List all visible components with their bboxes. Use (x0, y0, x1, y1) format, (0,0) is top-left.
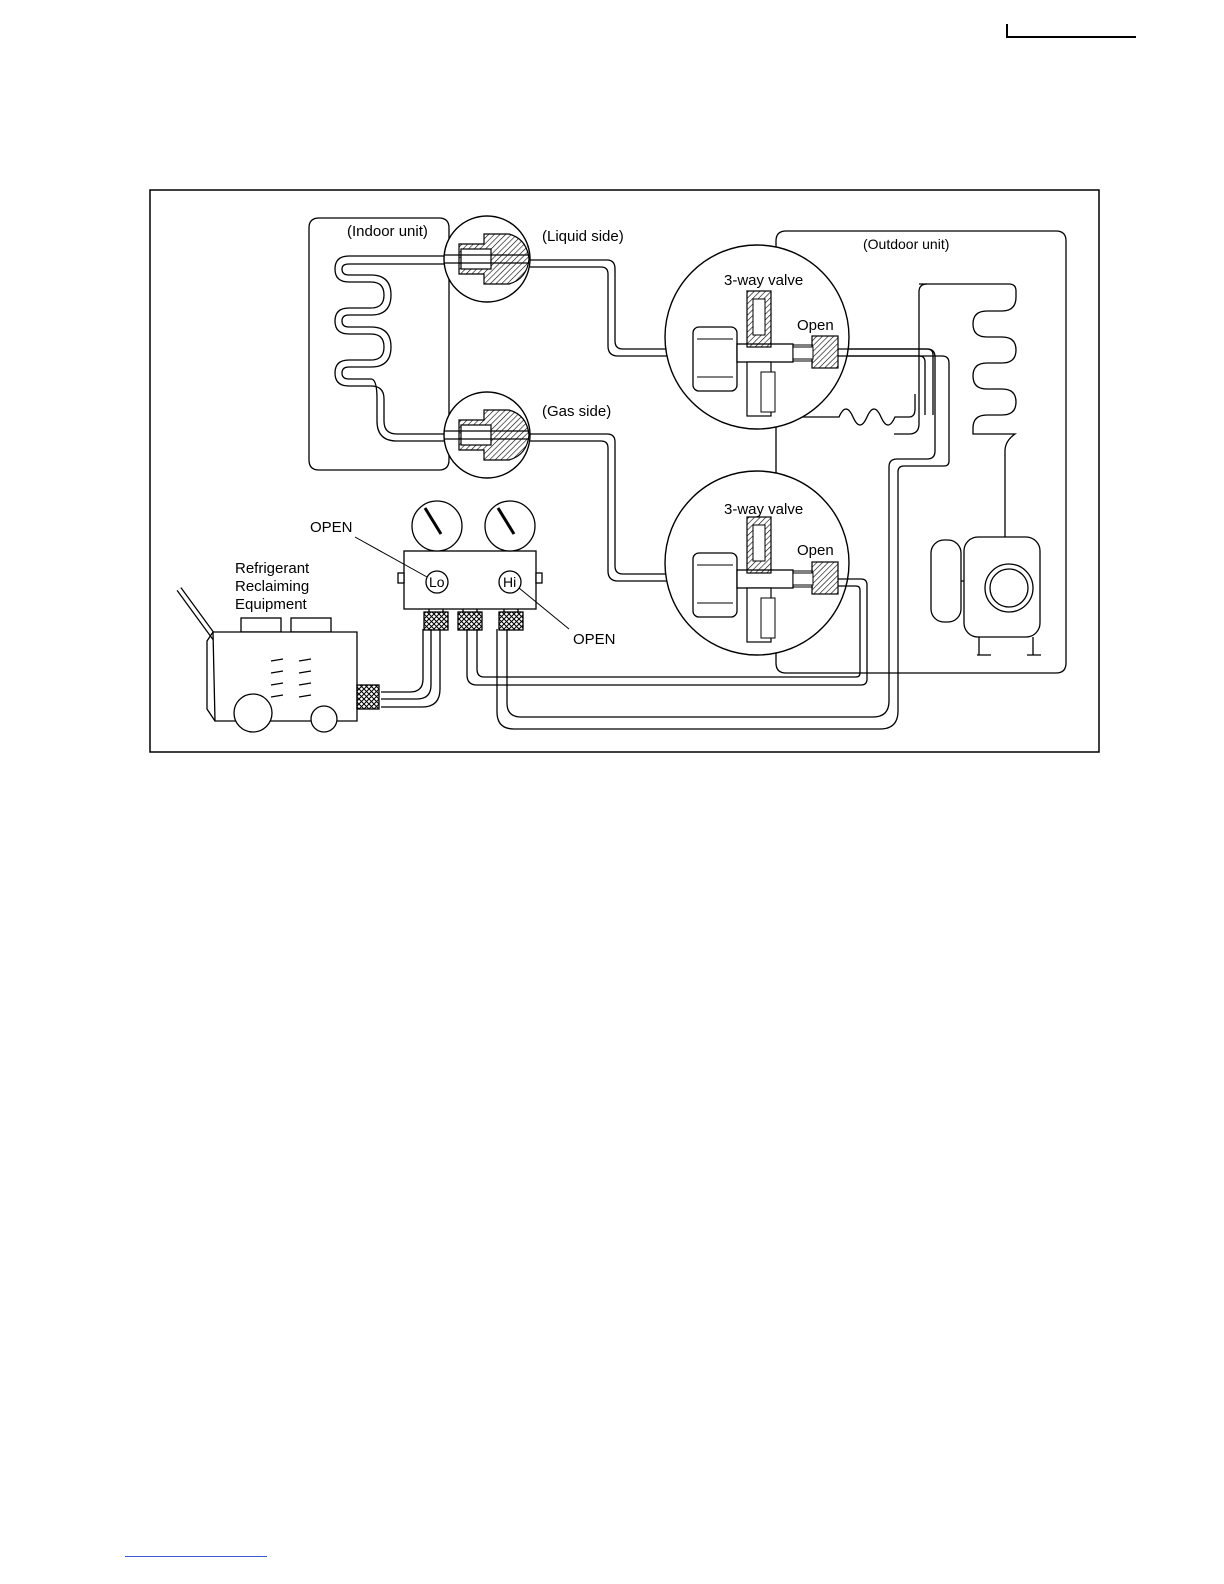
accumulator (931, 540, 961, 622)
label-indoor-unit: (Indoor unit) (347, 223, 428, 240)
refrigerant-reclaim-diagram: (Indoor unit) (Liquid side) (Outdoor uni… (149, 189, 1100, 754)
label-valve-top: 3-way valve (724, 272, 803, 289)
label-equipment-1: Refrigerant (235, 560, 310, 577)
label-open-lo: OPEN (310, 519, 353, 536)
header-rule (1006, 24, 1136, 38)
liquid-flare-detail (444, 216, 530, 302)
label-valve-bottom: 3-way valve (724, 501, 803, 518)
label-outdoor-unit: (Outdoor unit) (863, 236, 949, 252)
three-way-valve-bottom (665, 471, 849, 655)
label-open-top: Open (797, 317, 834, 334)
footer-rule (125, 1556, 267, 1557)
label-liquid-side: (Liquid side) (542, 228, 624, 245)
indoor-unit (309, 218, 449, 470)
label-equipment-3: Equipment (235, 596, 308, 613)
label-hi: Hi (503, 574, 516, 590)
label-equipment-2: Reclaiming (235, 578, 309, 595)
label-gas-side: (Gas side) (542, 403, 611, 420)
gas-flare-detail (444, 392, 530, 478)
label-lo: Lo (429, 574, 445, 590)
label-open-hi: OPEN (573, 631, 616, 648)
label-open-bottom: Open (797, 542, 834, 559)
